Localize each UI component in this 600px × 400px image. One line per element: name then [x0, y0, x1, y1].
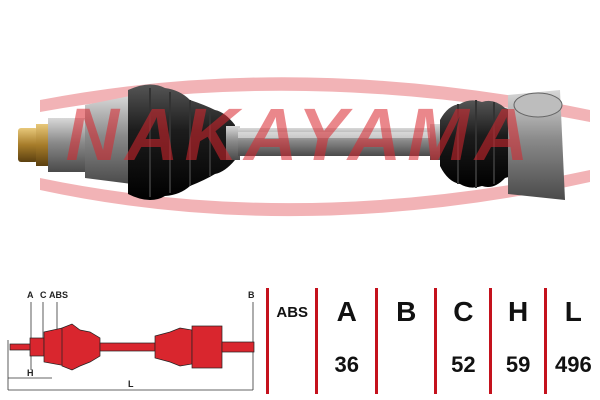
header-h: H: [489, 288, 546, 336]
outer-cv-joint: [85, 95, 140, 185]
drive-shaft-photo: NAKAYAMA: [18, 77, 590, 217]
header-abs: ABS: [265, 288, 317, 336]
header-l: L: [543, 288, 600, 336]
value-l: 496: [543, 336, 600, 394]
inner-cv-housing: [508, 90, 565, 200]
shaft-outline: [9, 323, 255, 371]
header-a: A: [315, 288, 377, 336]
spec-header-row: ABS A B C H L: [265, 288, 600, 336]
value-b: [375, 336, 436, 394]
brand-logo-swoosh: [40, 77, 590, 217]
brand-watermark: NAKAYAMA: [66, 93, 535, 176]
value-abs: [265, 336, 317, 394]
value-h: 59: [489, 336, 546, 394]
label-c: C: [40, 290, 47, 300]
label-abs: ABS: [49, 290, 68, 300]
header-b: B: [375, 288, 436, 336]
value-c: 52: [434, 336, 491, 394]
boot-clamp: [226, 126, 240, 160]
value-a: 36: [315, 336, 377, 394]
label-b: B: [248, 290, 255, 300]
outer-boot: [128, 84, 235, 201]
label-l: L: [128, 379, 134, 389]
label-h: H: [27, 368, 34, 378]
spec-value-row: 36 52 59 496: [265, 336, 600, 394]
label-a: A: [27, 290, 34, 300]
dimension-diagram: A C ABS B H L: [7, 290, 255, 391]
spec-table: ABS A B C H L 36 52 59 496: [265, 288, 600, 394]
spline-stub: [18, 128, 38, 162]
header-c: C: [434, 288, 491, 336]
